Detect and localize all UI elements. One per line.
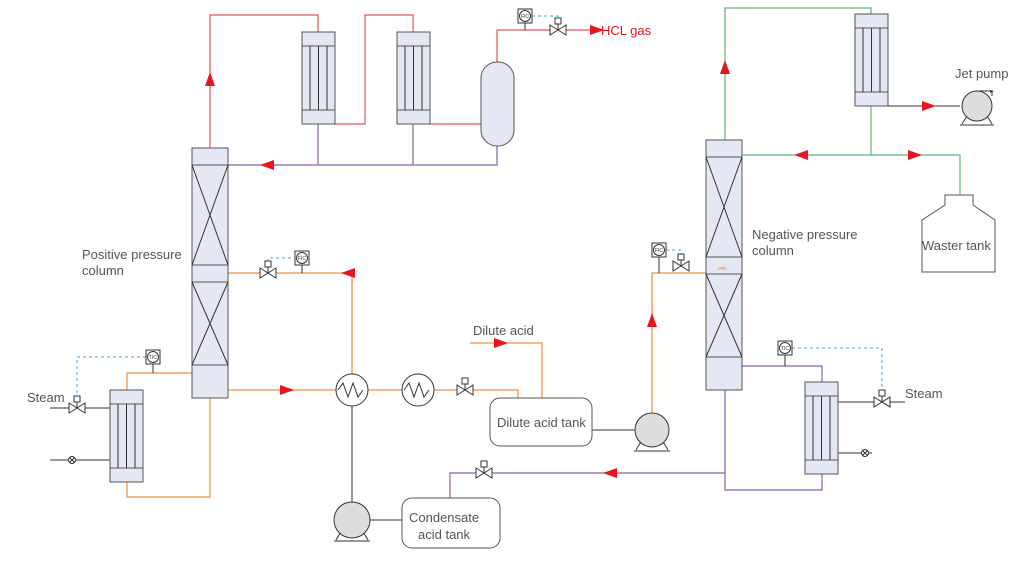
waster-tank[interactable] — [921, 194, 996, 273]
reboiler-left[interactable] — [109, 389, 144, 483]
dilute-acid-tank[interactable] — [489, 397, 593, 447]
hcl-separator-drum[interactable] — [480, 61, 515, 147]
hcl-valve[interactable] — [549, 17, 567, 36]
fic-hcl: FIC — [517, 8, 533, 24]
heat-exchanger-1[interactable] — [335, 373, 369, 407]
steam-valve-left[interactable] — [68, 395, 86, 414]
steam-left-label: Steam — [27, 390, 65, 405]
svg-text:FIC: FIC — [655, 248, 663, 254]
condensate-pump[interactable] — [333, 501, 371, 542]
svg-text:FIC: FIC — [521, 14, 529, 20]
hcl-gas-label: HCL gas — [601, 23, 652, 38]
negative-column-label-1: Negative pressure — [752, 227, 858, 242]
jet-pump-label: Jet pump — [955, 66, 1008, 81]
condensate-tank-label-1: Condensate — [409, 510, 479, 525]
dilute-acid-pump[interactable] — [634, 412, 670, 452]
condenser-2[interactable] — [396, 31, 431, 125]
tic-left: TIC — [145, 349, 161, 365]
steam-valve-right[interactable] — [873, 389, 891, 408]
condensate-acid-tank[interactable] — [401, 497, 501, 549]
fic-feed: FIC — [294, 250, 310, 266]
condensate-tank-label-2: acid tank — [418, 527, 471, 542]
vacuum-condenser[interactable] — [854, 13, 889, 107]
drain-icons — [68, 449, 869, 464]
reflux-lines — [228, 124, 823, 498]
svg-text:TIC: TIC — [781, 346, 789, 352]
fic-negative: FIC — [651, 242, 667, 258]
jet-pump[interactable] — [960, 90, 994, 126]
positive-column-label-2: column — [82, 263, 124, 278]
svg-text:TIC: TIC — [149, 355, 157, 361]
negative-feed-valve[interactable] — [672, 253, 690, 272]
positive-pressure-column[interactable] — [191, 147, 229, 399]
vacuum-lines — [724, 7, 961, 195]
reboiler-right[interactable] — [804, 381, 839, 475]
flow-arrows — [205, 25, 936, 478]
svg-text:FIC: FIC — [298, 256, 306, 262]
negative-pressure-column[interactable] — [705, 139, 743, 391]
waster-tank-label: Waster tank — [922, 238, 991, 253]
condenser-1[interactable] — [301, 31, 336, 125]
feed-valve[interactable] — [259, 260, 277, 279]
reflux-valve[interactable] — [475, 460, 493, 479]
steam-right-label: Steam — [905, 386, 943, 401]
heat-exchanger-2[interactable] — [401, 373, 435, 407]
positive-column-label-1: Positive pressure — [82, 247, 182, 262]
negative-column-label-2: column — [752, 243, 794, 258]
acid-valve[interactable] — [456, 377, 474, 396]
tic-right: TIC — [777, 340, 793, 356]
dilute-acid-label: Dilute acid — [473, 323, 534, 338]
dilute-acid-tank-label: Dilute acid tank — [497, 415, 586, 430]
